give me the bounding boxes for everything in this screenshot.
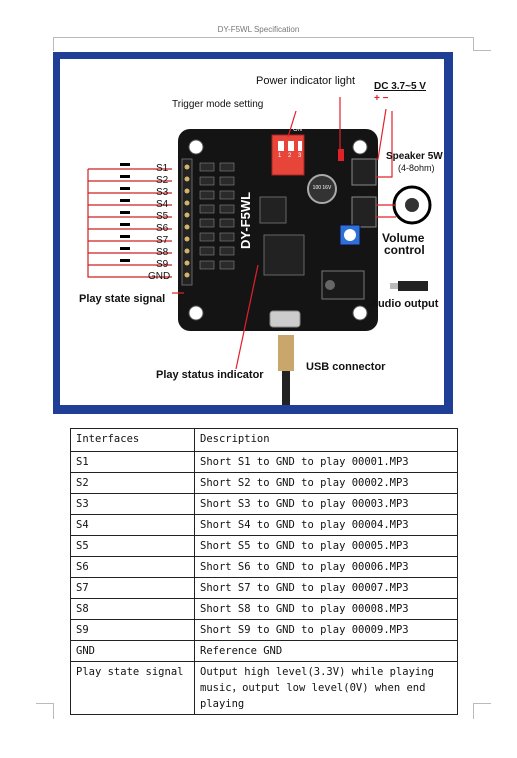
- description-cell: Short S4 to GND to play 00004.MP3: [194, 514, 458, 536]
- power-led: [338, 149, 344, 161]
- speaker-label: Speaker 5W: [386, 151, 443, 162]
- module-diagram: DY-F5WL: [53, 52, 453, 414]
- description-cell: Short S1 to GND to play 00001.MP3: [194, 451, 458, 473]
- mount-hole-bl: [188, 305, 204, 321]
- pin-label-s4: S4: [156, 199, 169, 210]
- pin-label-s8: S8: [156, 247, 169, 258]
- capacitor-text: 100 16V: [312, 185, 332, 191]
- resistor-array: [199, 162, 235, 270]
- crop-mark-top-left-h: [53, 37, 473, 38]
- audio-output-label: Audio output: [370, 298, 439, 310]
- module-illustration: DY-F5WL: [87, 97, 432, 405]
- pin-label-s6: S6: [156, 223, 169, 234]
- capacitor: [307, 174, 337, 204]
- callout-lines: [172, 97, 393, 370]
- dip-switch-number-3: 3: [298, 153, 302, 159]
- description-cell: Short S2 to GND to play 00002.MP3: [194, 472, 458, 494]
- interface-cell: GND: [70, 640, 195, 662]
- interface-cell: S1: [70, 451, 195, 473]
- interface-cell: S9: [70, 619, 195, 641]
- play-state-signal-label: Play state signal: [79, 293, 166, 305]
- pin-label-s7: S7: [156, 235, 169, 246]
- pin-label-s2: S2: [156, 175, 169, 186]
- column-header-interfaces: Interfaces: [70, 428, 195, 452]
- module-diagram-inner: DY-F5WL: [60, 59, 444, 405]
- volume-label-2: control: [384, 243, 425, 257]
- usb-port: [269, 310, 301, 328]
- description-cell: Short S9 to GND to play 00009.MP3: [194, 619, 458, 641]
- pin-label-gnd: GND: [148, 271, 171, 282]
- crop-mark-top-left-v: [53, 37, 54, 51]
- dc-voltage-label: DC 3.7~5 V: [374, 81, 426, 92]
- push-switches: [87, 168, 172, 278]
- dip-switch-on-text: ON: [293, 127, 302, 133]
- interface-cell: S2: [70, 472, 195, 494]
- interface-cell: S4: [70, 514, 195, 536]
- trigger-mode-label: Trigger mode setting: [172, 99, 264, 110]
- page-header: DY-F5WL Specification: [217, 25, 300, 34]
- play-status-indicator-label: Play status indicator: [156, 369, 264, 381]
- description-cell: Short S8 to GND to play 00008.MP3: [194, 598, 458, 620]
- audio-plug-icon: [398, 281, 428, 291]
- interface-cell: S8: [70, 598, 195, 620]
- description-cell: Reference GND: [194, 640, 458, 662]
- mount-hole-tr: [352, 139, 368, 155]
- crop-mark-bottom-left-v: [53, 703, 54, 719]
- pin-label-s5: S5: [156, 211, 169, 222]
- pin-header: [181, 158, 193, 286]
- switch-buttons: [120, 163, 130, 262]
- mount-hole-br: [352, 305, 368, 321]
- mount-hole-tl: [188, 139, 204, 155]
- description-cell: Short S5 to GND to play 00005.MP3: [194, 535, 458, 557]
- board-name-text: DY-F5WL: [238, 192, 253, 249]
- power-indicator-label: Power indicator light: [256, 75, 356, 87]
- volume-label-1: Volume: [382, 231, 425, 245]
- usb-plug: [278, 335, 294, 371]
- speaker-ohm-label: (4-8ohm): [398, 163, 435, 173]
- pin-label-s3: S3: [156, 187, 169, 198]
- description-cell: Short S6 to GND to play 00006.MP3: [194, 556, 458, 578]
- usb-connector-label: USB connector: [306, 361, 386, 373]
- interface-cell: S5: [70, 535, 195, 557]
- description-cell: Short S7 to GND to play 00007.MP3: [194, 577, 458, 599]
- description-cell: Short S3 to GND to play 00003.MP3: [194, 493, 458, 515]
- amp-chip: [259, 196, 287, 224]
- crop-mark-top-right-v: [473, 37, 474, 51]
- crop-mark-bottom-right-h: [473, 703, 491, 704]
- speaker-wires: [376, 204, 396, 218]
- table-header-row: Interfaces Description: [70, 428, 458, 452]
- crop-mark-bottom-left-h: [36, 703, 54, 704]
- crop-mark-bottom-right-v: [473, 703, 474, 719]
- dip-switch-number-2: 2: [288, 153, 292, 159]
- interface-cell: S6: [70, 556, 195, 578]
- pin-label-s1: S1: [156, 163, 169, 174]
- crop-mark-top-right-h: [473, 50, 491, 51]
- interface-cell: Play state signal: [70, 661, 195, 715]
- interface-cell: S3: [70, 493, 195, 515]
- interface-cell: S7: [70, 577, 195, 599]
- main-chip: [263, 234, 305, 276]
- dc-polarity-label: + −: [374, 93, 389, 104]
- dip-switch-number-1: 1: [278, 153, 282, 159]
- power-terminal: [351, 158, 377, 186]
- speaker-terminal: [351, 196, 377, 228]
- description-cell: Output high level(3.3V) while playing mu…: [194, 661, 458, 715]
- column-header-description: Description: [194, 428, 458, 452]
- pin-label-s9: S9: [156, 259, 169, 270]
